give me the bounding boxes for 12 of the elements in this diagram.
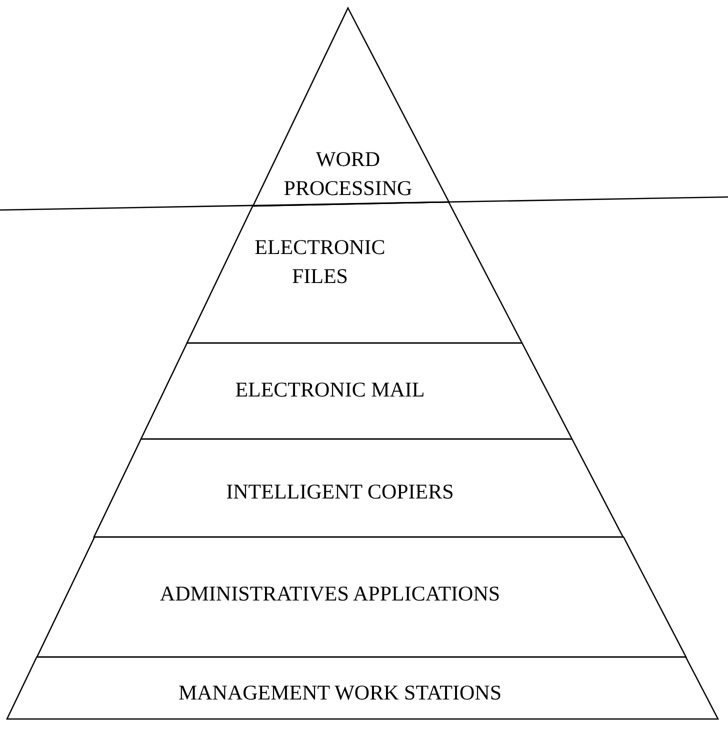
pyramid-tier [94,439,624,537]
pyramid-tier [141,343,572,439]
tier-label: ELECTRONIC MAIL [234,376,426,404]
pyramid-tier [253,8,449,206]
tier-label: WORD PROCESSING [282,146,414,202]
tier-label: ADMINISTRATIVES APPLICATIONS [158,580,502,608]
pyramid-tier [7,657,718,719]
tier-label: MANAGEMENT WORK STATIONS [177,680,503,706]
tier-label: ELECTRONIC FILES [254,234,386,290]
tier-label: INTELLIGENT COPIERS [225,478,455,506]
pyramid-tier [187,202,522,343]
pyramid-tier [36,537,686,657]
